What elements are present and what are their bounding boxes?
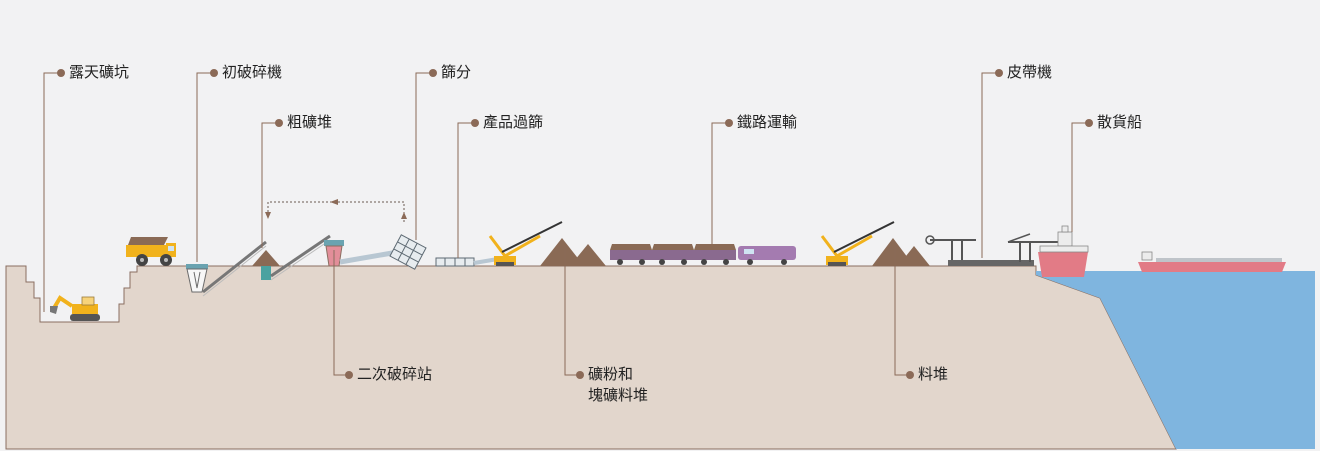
label-stockpile: 料堆 <box>918 365 949 383</box>
stacker-2-icon <box>820 221 895 266</box>
conveyor-2 <box>270 234 331 281</box>
label-secondary-crusher: 二次破碎站 <box>357 365 433 383</box>
distant-ship-icon <box>1138 251 1286 272</box>
primary-crusher-icon <box>186 264 208 293</box>
bulk-carrier-icon <box>1038 225 1089 277</box>
label-fines-lump-line2: 塊礦料堆 <box>588 386 649 404</box>
leader-coarse-ore-stockpile <box>261 119 283 248</box>
locomotive <box>738 246 796 265</box>
train-icon <box>610 244 796 265</box>
conveyor-1 <box>202 240 267 297</box>
excavator-icon <box>50 295 100 321</box>
leader-product-screening <box>457 119 479 258</box>
leader-secondary-crusher <box>333 264 353 379</box>
haul-truck-icon <box>126 237 176 266</box>
label-bulk-carrier: 散貨船 <box>1097 113 1143 131</box>
secondary-crusher-icon <box>324 240 344 267</box>
label-rail-transport: 鐵路運輸 <box>737 113 798 131</box>
reclaimer-icon <box>925 235 976 262</box>
coarse-ore-pile <box>252 250 280 266</box>
stacker-1-icon <box>488 221 563 266</box>
leader-fines-lump <box>564 246 584 379</box>
recirculation-loop <box>265 199 407 222</box>
wharf-conveyor <box>948 260 1034 266</box>
screen-icon <box>389 234 427 270</box>
conveyor-3 <box>339 249 399 265</box>
leader-stockpile <box>894 244 914 379</box>
ore-wagon-3 <box>694 244 736 265</box>
leader-open-pit <box>43 69 65 312</box>
label-coarse-ore-stockpile: 粗礦堆 <box>287 113 333 131</box>
label-product-screening: 產品過篩 <box>483 113 544 131</box>
leader-primary-crusher <box>196 69 218 262</box>
label-primary-crusher: 初破碎機 <box>222 63 283 81</box>
sea <box>1036 271 1315 449</box>
reclaim-tunnel <box>261 266 271 280</box>
ore-pile-1 <box>540 238 584 266</box>
ore-pile-3 <box>872 238 914 266</box>
leader-conveyor <box>981 69 1003 258</box>
product-screen-icon <box>435 257 475 267</box>
leader-rail-transport <box>711 119 733 244</box>
shiploader-icon <box>1007 233 1060 262</box>
ore-pile-4 <box>898 246 930 266</box>
ore-pile-2 <box>570 244 606 266</box>
label-open-pit: 露天礦坑 <box>69 63 130 81</box>
leader-bulk-carrier <box>1071 119 1093 232</box>
label-conveyor: 皮帶機 <box>1007 63 1053 81</box>
ore-wagon-2 <box>652 244 694 265</box>
ore-wagon-1 <box>610 244 652 265</box>
label-screening: 篩分 <box>441 63 472 81</box>
ground <box>5 265 1177 450</box>
leader-screening <box>415 69 437 240</box>
label-fines-lump-line1: 礦粉和 <box>588 365 634 383</box>
